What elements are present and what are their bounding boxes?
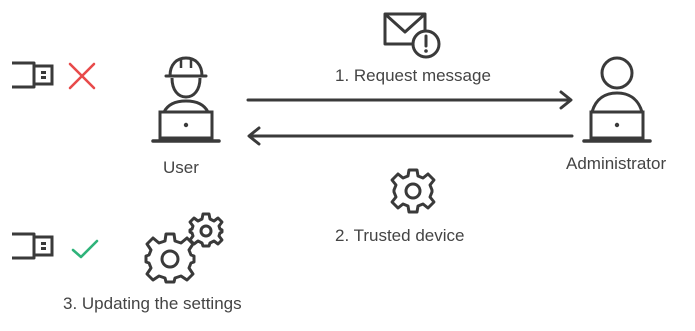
step1-request-message-label: 1. Request message [335,66,491,85]
user-with-laptop-icon [151,56,221,143]
trusted-device-arrow-left [247,126,574,146]
usb-device-allowed-icon [12,232,54,260]
gears-icon [144,212,224,284]
cross-mark-icon [68,62,96,90]
usb-device-blocked-icon [12,61,54,89]
step3-updating-settings-label: 3. Updating the settings [63,294,242,313]
check-mark-icon [71,239,99,259]
administrator-label: Administrator [566,154,667,173]
exchange-arrows [246,90,574,146]
gear-icon [390,168,436,214]
request-arrow-right [246,90,573,110]
user-label: User [163,158,199,177]
step2-trusted-device-label: 2. Trusted device [335,226,465,245]
administrator-with-laptop-icon [582,56,652,143]
envelope-alert-icon [383,12,441,59]
